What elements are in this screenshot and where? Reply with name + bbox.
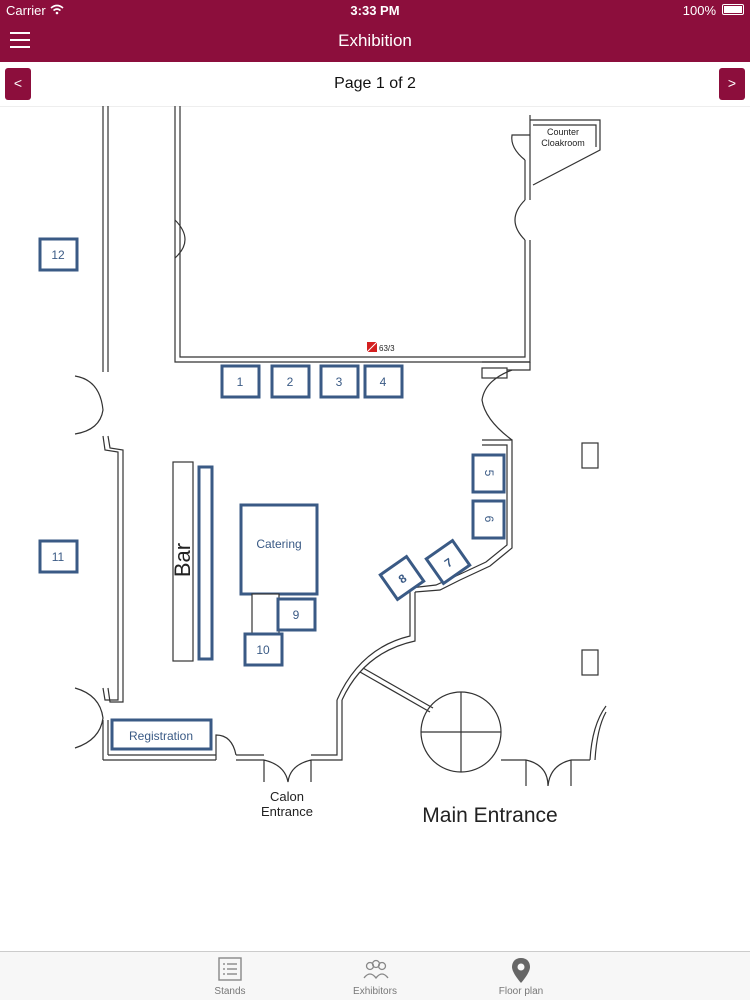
stand-12[interactable]: 12 xyxy=(38,237,79,272)
catering-area[interactable]: Catering xyxy=(239,503,319,635)
left-wall xyxy=(74,106,124,760)
status-bar: Carrier 3:33 PM 100% xyxy=(0,0,750,20)
counter-label: Counter xyxy=(547,127,579,137)
carrier-label: Carrier xyxy=(6,3,46,18)
top-room-walls xyxy=(174,106,531,379)
menu-icon[interactable] xyxy=(10,32,30,48)
page-indicator: Page 1 of 2 xyxy=(334,75,416,92)
floor-plan-drawing: Counter Cloakroom 63/3 Bar Catering Regi… xyxy=(38,106,607,827)
tab-floor-plan[interactable]: Floor plan xyxy=(396,952,646,1000)
pager: < Page 1 of 2 > xyxy=(0,62,750,107)
room-marker: 63/3 xyxy=(366,341,395,353)
stand-3[interactable]: 3 xyxy=(319,364,360,399)
calon-entrance-label: Entrance xyxy=(261,804,313,819)
battery-icon xyxy=(722,4,744,15)
stand-9[interactable]: 9 xyxy=(276,597,317,632)
registration-label: Registration xyxy=(129,729,193,743)
stand-4-label: 4 xyxy=(380,375,387,389)
stand-2[interactable]: 2 xyxy=(270,364,311,399)
stand-11[interactable]: 11 xyxy=(38,539,79,574)
tab-exhibitors[interactable]: Exhibitors xyxy=(250,952,500,1000)
main-entrance-label: Main Entrance xyxy=(422,804,557,827)
stand-8[interactable]: 8 xyxy=(378,554,426,602)
bottom-wall xyxy=(103,700,343,783)
stand-9-label: 9 xyxy=(293,608,300,622)
prev-page-button[interactable]: < xyxy=(5,68,31,100)
clock: 3:33 PM xyxy=(350,3,400,18)
page-title: Exhibition xyxy=(338,31,412,50)
floor-plan-map[interactable]: Counter Cloakroom 63/3 Bar Catering Regi… xyxy=(0,106,750,952)
stand-12-label: 12 xyxy=(51,248,65,262)
location-pin-icon xyxy=(512,958,530,983)
stand-3-label: 3 xyxy=(336,375,343,389)
room-code-label: 63/3 xyxy=(379,344,395,353)
tab-stands[interactable]: Stands xyxy=(105,952,355,1000)
calon-label: Calon xyxy=(270,789,304,804)
stand-7[interactable]: 7 xyxy=(424,538,472,586)
tab-floor-plan-label: Floor plan xyxy=(498,986,544,997)
cloakroom-label: Cloakroom xyxy=(541,138,585,148)
bar: Bar xyxy=(170,461,214,662)
stand-11-label: 11 xyxy=(52,550,65,564)
stand-2-label: 2 xyxy=(287,375,294,389)
stand-1[interactable]: 1 xyxy=(220,364,261,399)
pillar xyxy=(581,442,599,469)
bar-label: Bar xyxy=(170,543,195,577)
entrance-wall xyxy=(336,588,607,787)
battery-percent: 100% xyxy=(682,3,716,18)
people-icon xyxy=(363,959,389,980)
wifi-icon xyxy=(50,3,64,18)
nav-bar: Exhibition xyxy=(0,20,750,62)
stand-10[interactable]: 10 xyxy=(243,632,284,667)
registration-desk[interactable]: Registration xyxy=(110,718,213,751)
stand-6[interactable]: 6 xyxy=(471,499,506,540)
cloakroom: Counter Cloakroom xyxy=(530,119,601,186)
tab-stands-label: Stands xyxy=(214,986,246,997)
stand-10-label: 10 xyxy=(256,643,270,657)
list-icon xyxy=(218,957,242,981)
stand-5-label: 5 xyxy=(482,470,496,477)
catering-label: Catering xyxy=(256,537,301,551)
right-diagonal-wall xyxy=(409,369,513,593)
stand-4[interactable]: 4 xyxy=(363,364,404,399)
stand-1-label: 1 xyxy=(237,375,244,389)
tab-exhibitors-label: Exhibitors xyxy=(353,986,397,997)
next-page-button[interactable]: > xyxy=(719,68,745,100)
stand-6-label: 6 xyxy=(482,516,496,523)
stand-5[interactable]: 5 xyxy=(471,453,506,494)
pillar xyxy=(581,649,599,676)
tab-bar: Stands Exhibitors Floor plan xyxy=(0,951,750,1000)
